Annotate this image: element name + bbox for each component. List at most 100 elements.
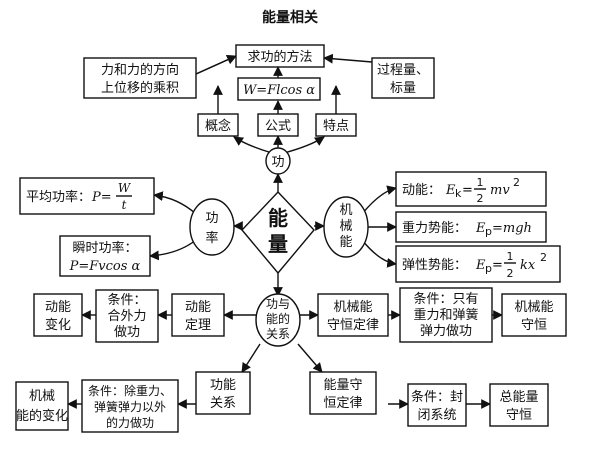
connectors [67, 53, 503, 409]
energy-conservation-law-box: 能量守 恒定律 [309, 371, 377, 415]
svg-text:t: t [122, 198, 127, 212]
svg-text:能量守: 能量守 [323, 378, 362, 393]
svg-text:动能: 动能 [45, 300, 71, 315]
svg-text:E: E [475, 258, 486, 273]
svg-text:1: 1 [507, 250, 514, 263]
svg-text:概念: 概念 [205, 118, 231, 134]
work-feature-box: 特点 [315, 113, 357, 137]
mech-conservation-law-box: 机械能 守恒定律 [317, 293, 389, 337]
svg-text:条件：除重力、: 条件：除重力、 [88, 383, 172, 398]
work-definition-box: 力和力的方向 上位移的乘积 [83, 57, 197, 99]
svg-text:关系: 关系 [210, 396, 236, 411]
svg-text:的力做功: 的力做功 [106, 415, 154, 430]
svg-text:能的变化: 能的变化 [16, 408, 68, 424]
svg-text:2: 2 [507, 267, 514, 280]
work-node: 功 [265, 147, 291, 175]
svg-text:重力势能：: 重力势能： [402, 220, 467, 236]
energy-conservation-condition-box: 条件：封 闭系统 [407, 383, 467, 427]
svg-text:p: p [485, 225, 492, 238]
svg-text:变化: 变化 [45, 317, 71, 333]
work-property-box: 过程量、 标量 [371, 57, 435, 99]
energy-center-diamond: 能 量 [241, 190, 315, 275]
svg-text:做功: 做功 [114, 325, 140, 340]
mech-energy-conserved-box: 机械能 守恒 [501, 293, 567, 337]
svg-text:2: 2 [540, 251, 547, 264]
svg-text:守恒: 守恒 [521, 318, 547, 333]
svg-text:条件：只有: 条件：只有 [413, 291, 478, 307]
mech-energy-change-box: 机械 能的变化 [15, 381, 69, 431]
svg-text:求功的方法: 求功的方法 [247, 49, 312, 65]
svg-text:功与: 功与 [266, 297, 290, 311]
svg-text:标量: 标量 [390, 81, 416, 96]
svg-text:重力和弹簧: 重力和弹簧 [413, 307, 478, 323]
svg-text:功: 功 [205, 211, 218, 226]
function-relation-condition-box: 条件：除重力、 弹簧弹力以外 的力做功 [81, 379, 179, 433]
svg-text:合外力: 合外力 [107, 309, 146, 324]
elastic-potential-box: 弹性势能： E p = 1 2 kx 2 [395, 245, 561, 283]
svg-text:条件：: 条件： [107, 292, 146, 308]
svg-text:过程量、: 过程量、 [377, 63, 429, 78]
svg-text:机械: 机械 [29, 389, 55, 404]
svg-text:2: 2 [477, 192, 484, 205]
svg-text:W=Flcos α: W=Flcos α [243, 83, 315, 98]
svg-text:特点: 特点 [323, 119, 349, 134]
svg-text:动能：: 动能： [402, 183, 441, 198]
mech-conservation-condition-box: 条件：只有 重力和弹簧 弹力做功 [399, 287, 493, 343]
svg-text:=: = [492, 258, 503, 273]
svg-text:能的: 能的 [266, 311, 290, 326]
work-formula-box: W=Flcos α [237, 77, 321, 101]
svg-text:恒定律: 恒定律 [323, 396, 362, 411]
work-methods-box: 求功的方法 [235, 44, 325, 68]
svg-text:率: 率 [205, 230, 218, 246]
gravity-potential-box: 重力势能： E p =mgh [395, 211, 547, 243]
kinetic-energy-change-box: 动能 变化 [33, 293, 83, 337]
svg-text:力和力的方向: 力和力的方向 [101, 62, 179, 78]
work-energy-relation-node: 功与 能的 关系 [255, 293, 301, 347]
svg-text:p: p [485, 262, 492, 275]
svg-text:瞬时功率：: 瞬时功率： [72, 240, 137, 256]
svg-text:闭系统: 闭系统 [417, 408, 456, 423]
function-relation-box: 功能 关系 [195, 371, 251, 415]
svg-text:定理: 定理 [185, 318, 211, 333]
svg-text:能: 能 [268, 206, 288, 230]
svg-text:=mgh: =mgh [492, 221, 532, 236]
svg-text:守恒定律: 守恒定律 [327, 318, 379, 333]
svg-text:机: 机 [339, 203, 352, 218]
svg-text:mv: mv [490, 183, 510, 198]
svg-text:1: 1 [477, 176, 484, 189]
power-node: 功 率 [189, 198, 235, 256]
svg-text:总能量: 总能量 [499, 390, 538, 405]
svg-text:守恒: 守恒 [506, 408, 532, 423]
kinetic-theorem-box: 动能 定理 [171, 293, 225, 337]
svg-text:P=: P= [91, 190, 112, 205]
svg-text:弹簧弹力以外: 弹簧弹力以外 [94, 399, 166, 414]
svg-text:E: E [445, 183, 456, 198]
svg-text:上位移的乘积: 上位移的乘积 [101, 80, 179, 96]
svg-text:W: W [118, 181, 132, 195]
svg-text:公式: 公式 [265, 119, 291, 134]
kinetic-theorem-condition-box: 条件： 合外力 做功 [95, 289, 159, 343]
mech-energy-node: 机 械 能 [323, 196, 369, 258]
svg-text:平均功率：: 平均功率： [26, 189, 91, 205]
svg-text:机械能: 机械能 [333, 300, 372, 315]
svg-text:功: 功 [271, 155, 284, 170]
svg-text:械: 械 [339, 219, 352, 234]
total-energy-conserved-box: 总能量 守恒 [489, 383, 549, 427]
svg-text:2: 2 [513, 176, 520, 189]
svg-text:P=Fvcos α: P=Fvcos α [69, 259, 141, 274]
svg-text:关系: 关系 [266, 327, 290, 341]
diagram-title: 能量相关 [262, 9, 318, 26]
svg-text:功能: 功能 [210, 378, 236, 393]
svg-text:=: = [462, 183, 473, 198]
work-concept-box: 概念 [197, 113, 239, 137]
svg-text:条件：封: 条件：封 [411, 389, 463, 405]
svg-text:E: E [475, 221, 486, 236]
svg-text:弹力做功: 弹力做功 [420, 324, 472, 339]
kinetic-energy-box: 动能： E k = 1 2 mv 2 [395, 171, 547, 207]
work-formula-label-box: 公式 [257, 113, 299, 137]
svg-text:k: k [455, 187, 462, 200]
svg-text:机械能: 机械能 [514, 300, 553, 315]
svg-text:量: 量 [268, 232, 288, 256]
svg-text:动能: 动能 [185, 300, 211, 315]
